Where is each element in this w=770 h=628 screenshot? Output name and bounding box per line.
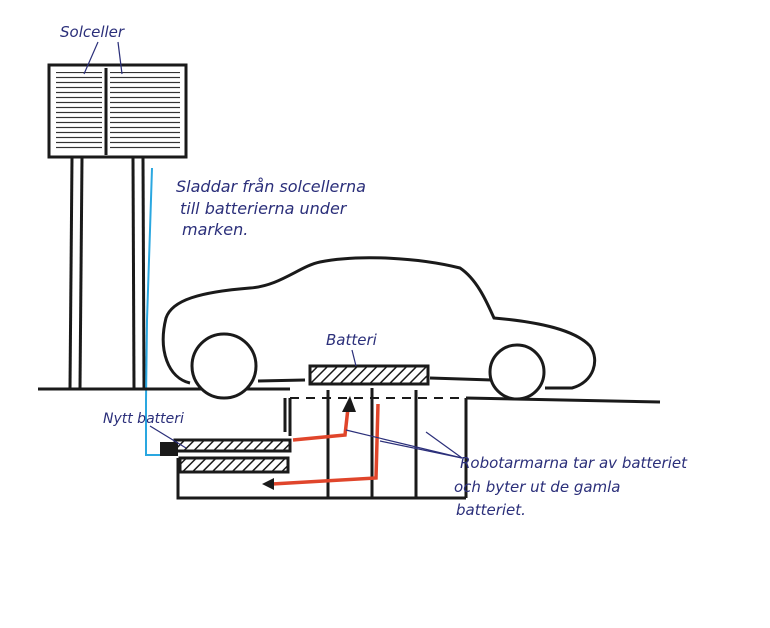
- post-right-inner: [141, 157, 146, 389]
- new-battery-lower: [178, 456, 290, 474]
- post-right-outer: [131, 157, 136, 389]
- new-battery-label: Nytt batteri: [103, 411, 184, 427]
- wires-label-line1: Sladdar från solcellerna: [176, 177, 366, 196]
- car-body: [161, 256, 596, 390]
- station-floor: [176, 458, 466, 500]
- car-battery: [308, 364, 430, 386]
- robot-pointer-1: [345, 429, 463, 459]
- robot-label-line1: Robotarmarna tar av batteriet: [460, 454, 688, 472]
- solar-panel-cells-left: [56, 72, 102, 150]
- solar-panel-cells-right: [110, 72, 180, 150]
- robot-arm-upper-arrowhead: [342, 396, 356, 412]
- front-wheel: [190, 332, 258, 400]
- solar-cells-pointer-right: [117, 41, 123, 75]
- post-left-inner: [78, 157, 84, 389]
- battery-label: Batteri: [326, 331, 378, 349]
- power-wire: [145, 167, 170, 456]
- post-left-outer: [68, 157, 74, 389]
- panel-posts: [68, 157, 146, 389]
- robot-pointer-2: [379, 440, 463, 459]
- robot-label-line3: batteriet.: [456, 501, 526, 519]
- rear-wheel: [488, 343, 546, 401]
- new-battery-pointer: [149, 425, 187, 449]
- solar-cells-pointer-left: [83, 41, 99, 75]
- wires-label-line2: till batterierna under: [180, 199, 348, 218]
- robot-arm-lower: [271, 403, 380, 486]
- ground-right: [465, 396, 661, 404]
- solar-panel: [47, 63, 188, 159]
- wires-label-line3: marken.: [182, 220, 248, 239]
- swap-station: [176, 388, 468, 500]
- car-underside: [257, 378, 306, 383]
- robot-arm-upper: [292, 407, 350, 442]
- car-underside-rear: [429, 376, 493, 382]
- battery-connector: [160, 442, 178, 456]
- station-shaft-left: [283, 398, 292, 436]
- robot-arm-lower-arrowhead: [262, 478, 274, 490]
- battery-pointer: [351, 349, 357, 367]
- new-battery-upper: [173, 438, 292, 453]
- robot-pointer-3: [425, 431, 463, 459]
- solar-cells-label: Solceller: [60, 23, 125, 41]
- robot-label-line2: och byter ut de gamla: [454, 478, 621, 496]
